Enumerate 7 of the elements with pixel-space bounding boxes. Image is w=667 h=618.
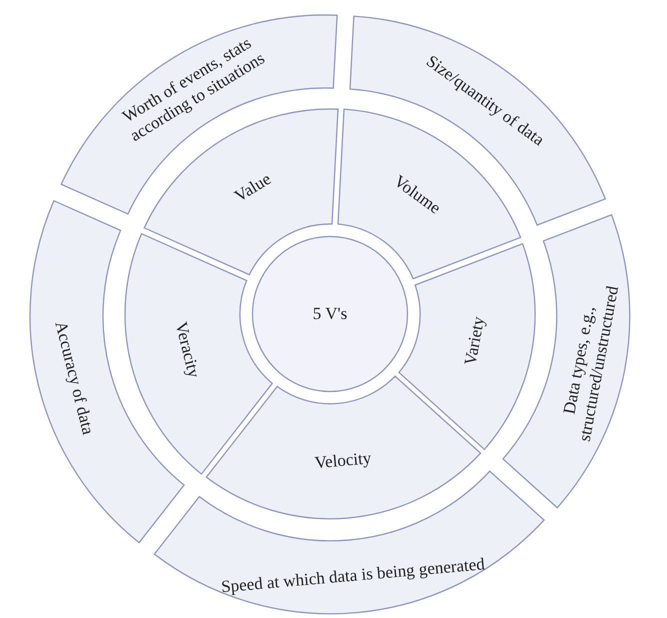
segment-label: Veracity (170, 318, 205, 382)
segment-label: Variety (460, 314, 490, 369)
segment-label: Value (230, 168, 276, 208)
segment-label: Velocity (312, 447, 373, 474)
segment-label: Speed at which data is being generated (219, 554, 486, 598)
segment-label: Accuracy of data (50, 318, 100, 438)
segment-label: 5 V's (312, 304, 348, 324)
